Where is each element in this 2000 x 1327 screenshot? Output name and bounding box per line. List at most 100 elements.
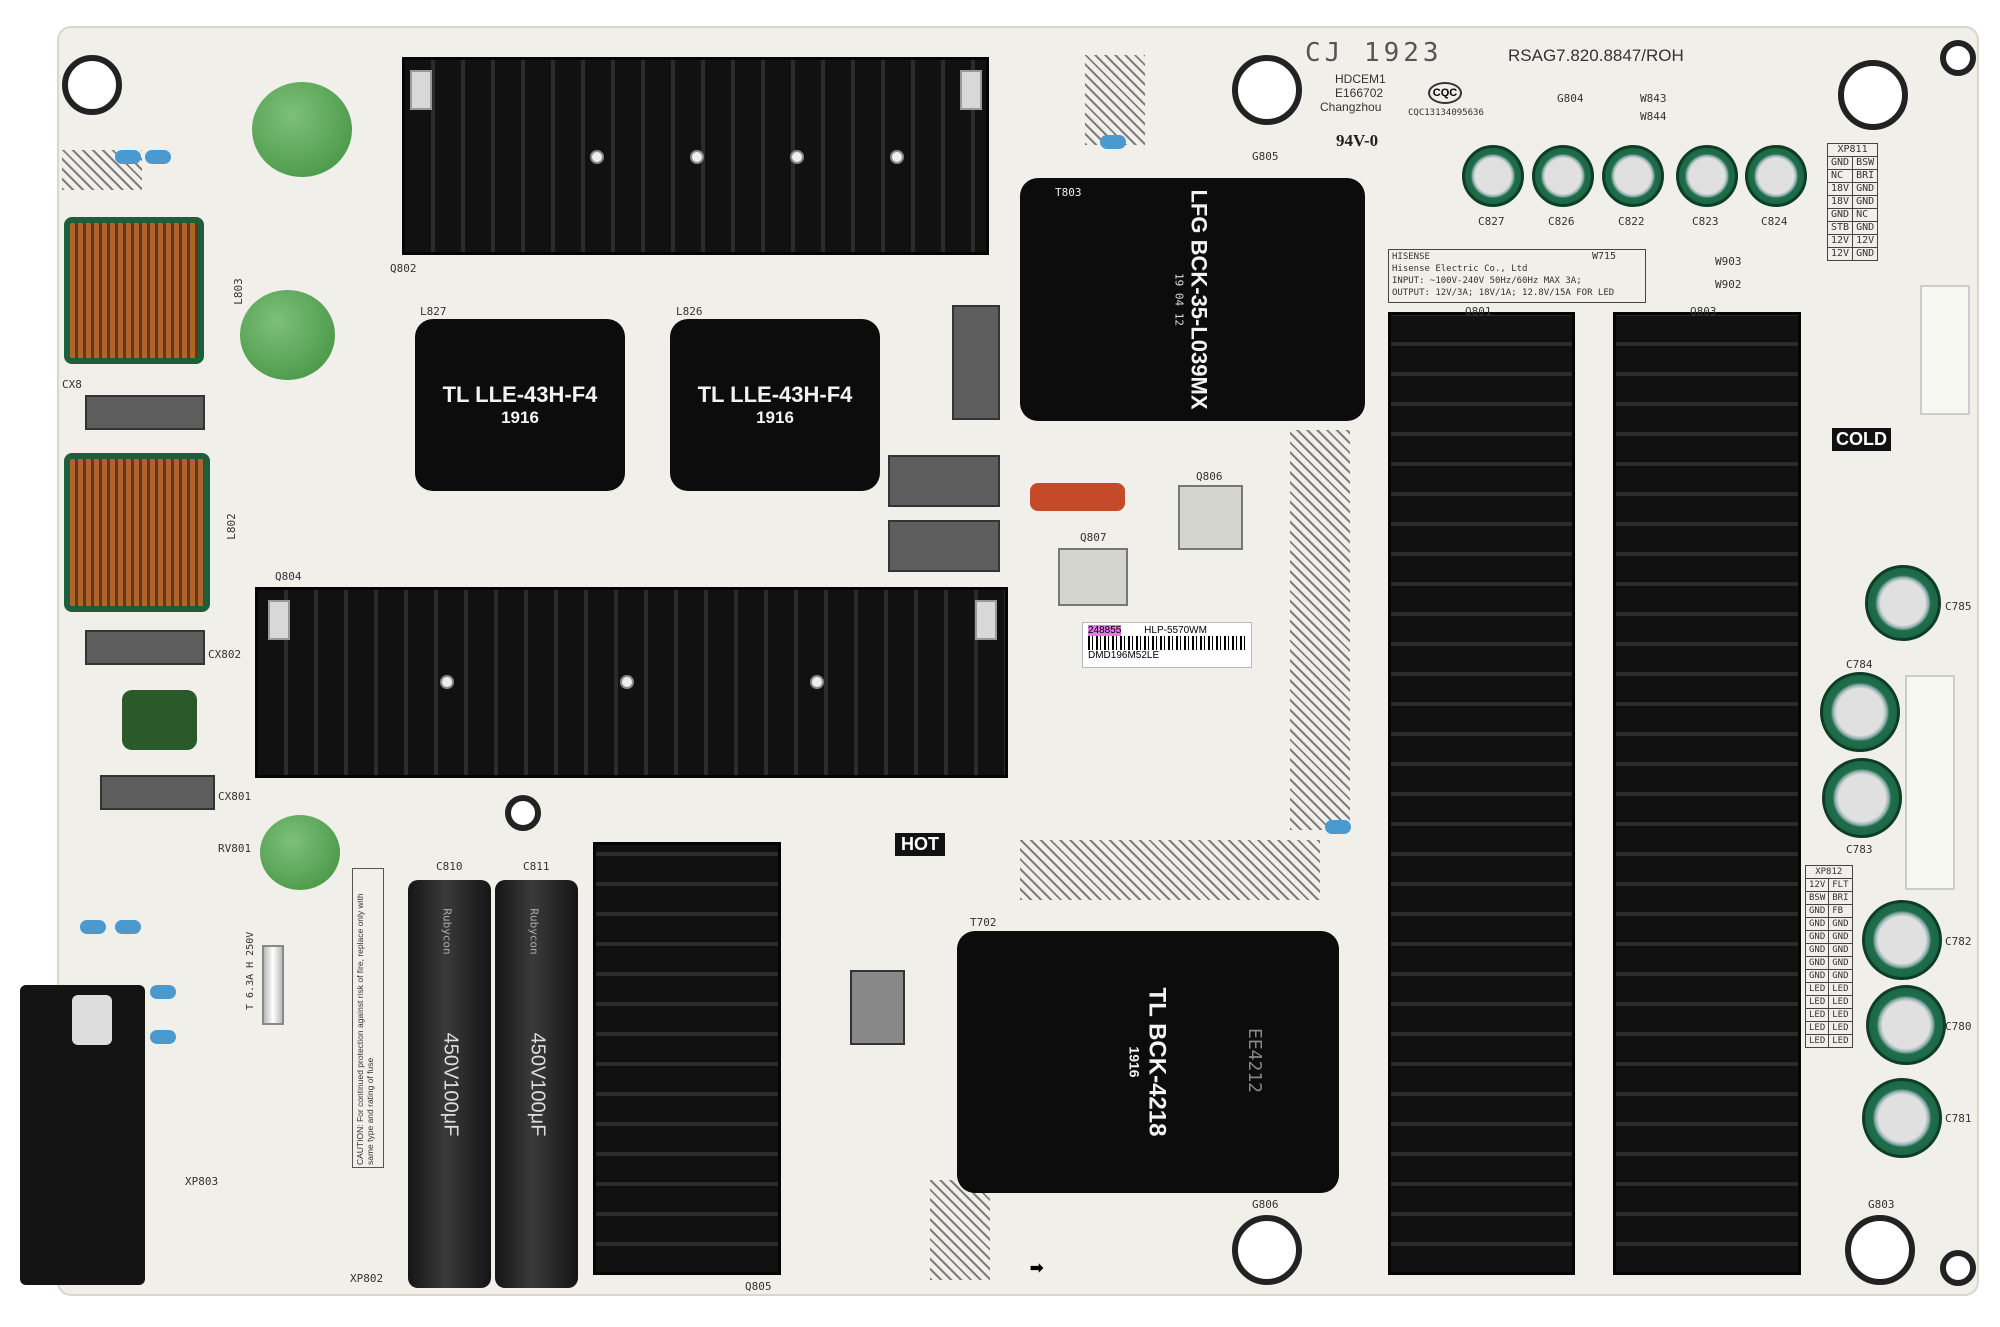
c810-brand: Rubycon — [440, 908, 454, 955]
inductor-l827: TL LLE-43H-F4 1916 — [415, 319, 625, 491]
ref-t803: T803 — [1055, 186, 1082, 199]
barcode-number: 248855 — [1088, 625, 1122, 636]
pin: GND — [1852, 195, 1879, 209]
pin: BSW — [1852, 156, 1879, 170]
ref-l802: L802 — [224, 513, 238, 540]
ref-cx801: CX801 — [218, 790, 252, 803]
hatch-area — [1290, 430, 1350, 830]
thermistor-rt801 — [252, 82, 352, 177]
pin: BRI — [1852, 169, 1879, 183]
thermistor-rt802 — [240, 290, 335, 380]
date-code: CJ 1923 — [1305, 38, 1443, 68]
ref-q805: Q805 — [745, 1280, 772, 1293]
ref-c780: C780 — [1945, 1020, 1972, 1033]
transistor-q806 — [1178, 485, 1243, 550]
pin: GND — [1828, 956, 1853, 970]
inductor-l826: TL LLE-43H-F4 1916 — [670, 319, 880, 491]
pin: LED — [1828, 1034, 1853, 1048]
cold-label: COLD — [1832, 428, 1891, 451]
ref-g805: G805 — [1252, 150, 1279, 163]
pin: GND — [1804, 969, 1830, 983]
ref-q807: Q807 — [1080, 531, 1107, 544]
hot-label: HOT — [895, 833, 945, 856]
pin: GND — [1828, 930, 1853, 944]
pin: 12V — [1826, 234, 1854, 248]
ref-w903: W903 — [1715, 255, 1742, 268]
heatsink-screw — [790, 150, 804, 164]
ref-c785: C785 — [1945, 600, 1972, 613]
pin: LED — [1804, 1008, 1830, 1022]
heatsink-screw — [440, 675, 454, 689]
pin: GND — [1852, 182, 1879, 196]
capacitor-c804 — [888, 455, 1000, 507]
ref-rv801: RV801 — [218, 842, 252, 855]
capacitor-cx802 — [85, 630, 205, 665]
pin: GND — [1828, 917, 1853, 931]
y-capacitor-cy807 — [1325, 820, 1351, 834]
capacitor-c784 — [1820, 672, 1900, 752]
capacitor-c810: 450V100μF — [408, 880, 491, 1288]
fuse — [262, 945, 284, 1025]
y-capacitor-cy802 — [150, 1030, 176, 1044]
barcode-label: 248855 HLP-5570WM DMD196M52LE — [1082, 622, 1252, 668]
arrow-icon: ➡ — [1030, 1260, 1044, 1277]
choke-l803 — [64, 217, 204, 364]
heatsink-clip — [268, 600, 290, 640]
ref-c826: C826 — [1548, 215, 1575, 228]
xp811-title: XP811 — [1826, 143, 1879, 157]
heatsink-screw — [590, 150, 604, 164]
varistor-rv801 — [260, 815, 340, 890]
ul-file: E166702 — [1335, 86, 1384, 100]
pin: GND — [1828, 943, 1853, 957]
spec-box: HISENSE Hisense Electric Co., Ltd INPUT:… — [1388, 249, 1646, 303]
ref-g803: G803 — [1868, 1198, 1895, 1211]
ref-cx802: CX802 — [208, 648, 242, 661]
y-capacitor — [80, 920, 106, 934]
pin: GND — [1852, 247, 1879, 261]
heatsink-q801 — [1388, 312, 1575, 1275]
ref-q804: Q804 — [275, 570, 302, 583]
pin: LED — [1828, 982, 1853, 996]
ref-g804: G804 — [1557, 92, 1584, 105]
capacitor-c782 — [1862, 900, 1942, 980]
inductor-l826-date: 1916 — [756, 408, 794, 427]
pin: LED — [1828, 995, 1853, 1009]
capacitor-c811: 450V100μF — [495, 880, 578, 1288]
pin: LED — [1804, 1021, 1830, 1035]
capacitor-cx801 — [100, 775, 215, 810]
heatsink-screw — [810, 675, 824, 689]
mounting-hole — [1940, 40, 1976, 76]
ref-g806: G806 — [1252, 1198, 1279, 1211]
ref-c781: C781 — [1945, 1112, 1972, 1125]
ul-mark: HDCEM1 — [1335, 72, 1386, 86]
pin: LED — [1804, 982, 1830, 996]
barcode-model: HLP-5570WM — [1144, 625, 1207, 636]
capacitor-cx8 — [85, 395, 205, 430]
y-capacitor-cy808 — [1100, 135, 1126, 149]
ref-xp802: XP802 — [350, 1272, 384, 1285]
capacitor-c783 — [1822, 758, 1902, 838]
transformer-t702-model: TL BCK-4218 — [1143, 987, 1170, 1137]
transformer-t803-model: LFG BCK-35-L039MX — [1186, 189, 1212, 410]
capacitor-c780 — [1866, 985, 1946, 1065]
cqc-logo: CQC — [1428, 82, 1462, 104]
spec-output: OUTPUT: 12V/3A; 18V/1A; 12.8V/15A FOR LE… — [1392, 288, 1615, 298]
capacitor-c826 — [1532, 145, 1594, 207]
ref-c827: C827 — [1478, 215, 1505, 228]
ref-w843: W843 — [1640, 92, 1667, 105]
pin: GND — [1804, 904, 1830, 918]
hatch-area — [930, 1180, 990, 1280]
y-capacitor — [115, 150, 141, 164]
hatch-area — [1085, 55, 1145, 145]
ref-c784: C784 — [1846, 658, 1873, 671]
ref-w715: W715 — [1592, 251, 1617, 262]
ref-t702: T702 — [970, 916, 997, 929]
pin: NC — [1826, 169, 1854, 183]
screw-terminal-s2 — [1232, 55, 1302, 125]
pin: GND — [1828, 969, 1853, 983]
xp812-title: XP812 — [1805, 865, 1853, 879]
capacitor-x-red — [1030, 483, 1125, 511]
transformer-t803: LFG BCK-35-L039MX 19 04 12 — [1020, 178, 1365, 421]
screw-terminal-s1 — [1838, 60, 1908, 130]
